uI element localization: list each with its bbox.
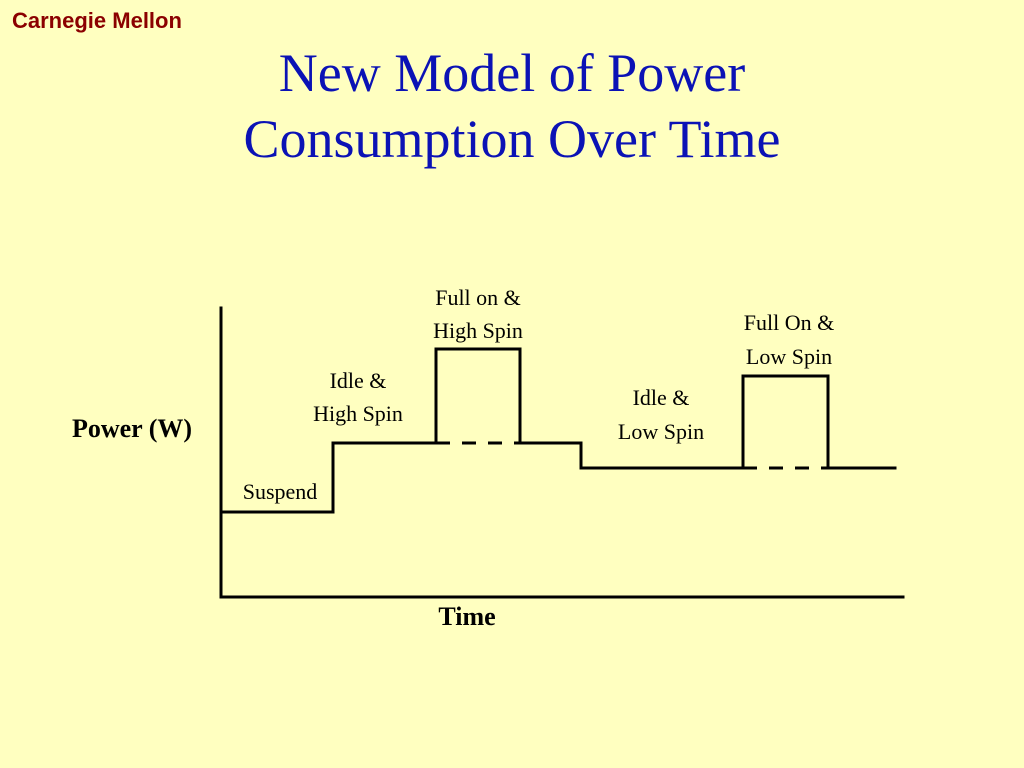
slide-title-line-1: New Model of Power [278, 43, 746, 103]
state-label-idle-low-1: Idle & [633, 385, 690, 410]
state-label-suspend: Suspend [243, 479, 318, 504]
state-label-idle-high-1: Idle & [330, 368, 387, 393]
y-axis-label: Power (W) [72, 414, 192, 443]
state-label-idle-low-2: Low Spin [618, 419, 704, 444]
state-label-full-high-1: Full on & [435, 285, 521, 310]
state-label-idle-high-2: High Spin [313, 401, 403, 426]
state-label-full-low-1: Full On & [744, 310, 834, 335]
state-label-full-high-2: High Spin [433, 318, 523, 343]
slide-title-line-2: Consumption Over Time [243, 109, 781, 169]
slide-title: New Model of Power Consumption Over Time [0, 40, 1024, 172]
x-axis-label: Time [438, 602, 495, 631]
brand-logo-text: Carnegie Mellon [12, 8, 182, 33]
state-label-full-low-2: Low Spin [746, 344, 832, 369]
power-level-line [219, 347, 897, 514]
